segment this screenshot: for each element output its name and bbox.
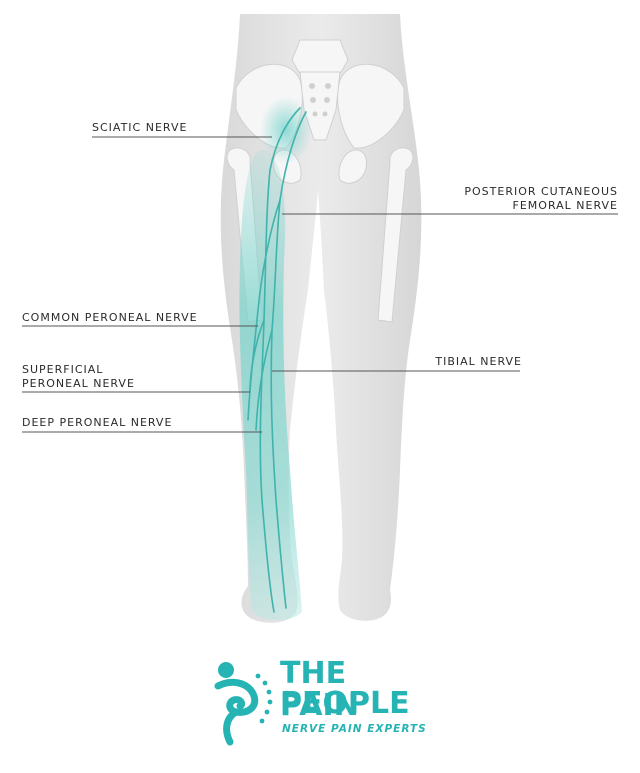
brand-name-line1: THE PAIN (280, 656, 359, 723)
sacrum (309, 83, 331, 117)
brand-name-line2: PEOPLE (280, 686, 410, 721)
label-deep-peroneal: DEEP PERONEAL NERVE (22, 416, 173, 429)
nerve-glow-hip (260, 96, 312, 164)
label-posterior-line2: FEMORAL NERVE (512, 199, 618, 212)
label-superficial-line2: PERONEAL NERVE (22, 377, 135, 390)
label-superficial-peroneal: SUPERFICIAL PERONEAL NERVE (22, 363, 135, 391)
label-sciatic-nerve: SCIATIC NERVE (92, 121, 188, 134)
label-common-peroneal: COMMON PERONEAL NERVE (22, 311, 198, 324)
nerve-branches (247, 107, 307, 613)
label-superficial-line1: SUPERFICIAL (22, 363, 104, 376)
label-posterior-line1: POSTERIOR CUTANEOUS (464, 185, 618, 198)
logo-figure-icon (214, 662, 273, 746)
the-pain-people-logo: THE PAIN PEOPLE NERVE PAIN EXPERTS (210, 656, 430, 746)
brand-tagline: NERVE PAIN EXPERTS (282, 723, 427, 735)
label-tibial-nerve: TIBIAL NERVE (435, 355, 522, 368)
label-posterior-cutaneous: POSTERIOR CUTANEOUS FEMORAL NERVE (464, 185, 618, 213)
